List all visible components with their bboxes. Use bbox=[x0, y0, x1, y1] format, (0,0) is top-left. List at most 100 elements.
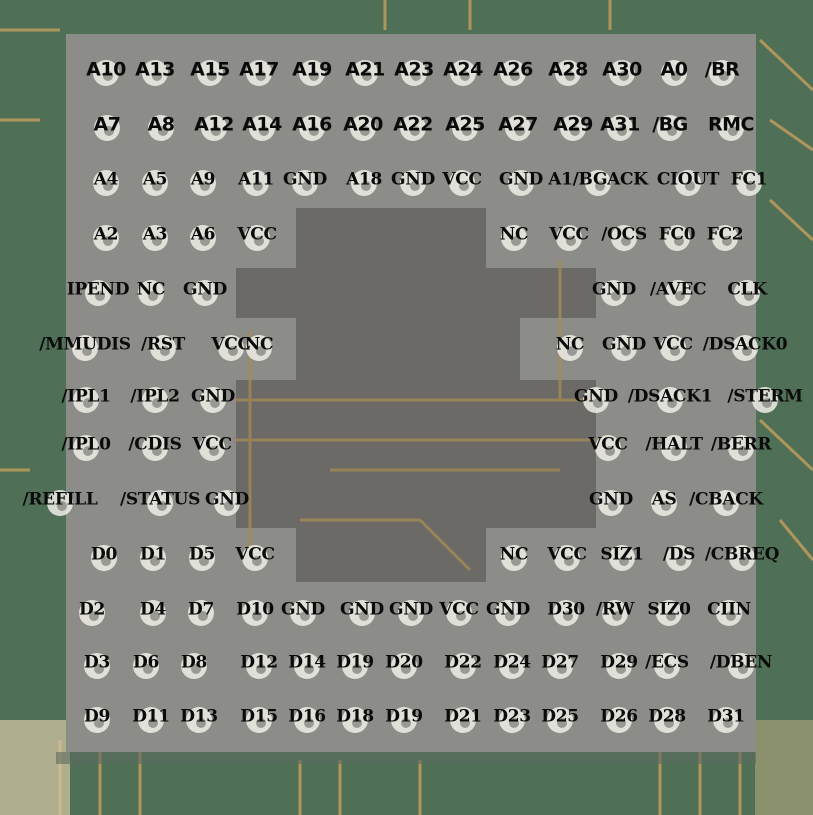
pin-socket-center bbox=[228, 346, 238, 356]
pin-socket-center bbox=[557, 718, 567, 728]
pin-socket-center bbox=[103, 181, 113, 191]
pin-socket-center bbox=[676, 556, 686, 566]
pin-socket-center bbox=[143, 664, 153, 674]
pin-socket-center bbox=[148, 291, 158, 301]
pin-socket-center bbox=[256, 664, 266, 674]
pin-socket-center bbox=[200, 236, 210, 246]
pin-socket-center bbox=[202, 291, 212, 301]
pin-socket-center bbox=[309, 71, 319, 81]
pin-socket-center bbox=[738, 446, 748, 456]
pin-socket-center bbox=[557, 664, 567, 674]
pin-socket-center bbox=[462, 126, 472, 136]
pin-socket-center bbox=[101, 556, 111, 566]
pin-socket-center bbox=[361, 181, 371, 191]
pin-socket-center bbox=[738, 664, 748, 674]
pin-socket-center bbox=[666, 611, 676, 621]
pin-socket-center bbox=[459, 181, 469, 191]
pin-socket-center bbox=[728, 126, 738, 136]
pin-socket-center bbox=[209, 446, 219, 456]
pin-socket-center bbox=[608, 501, 618, 511]
pin-socket-center bbox=[408, 611, 418, 621]
pin-socket-center bbox=[352, 718, 362, 728]
pin-socket-center bbox=[253, 181, 263, 191]
pin-socket-center bbox=[104, 126, 114, 136]
pin-socket-center bbox=[675, 291, 685, 301]
pin-socket-center bbox=[157, 501, 167, 511]
pin-socket-center bbox=[565, 71, 575, 81]
socket-pins bbox=[47, 60, 778, 733]
pin-socket-center bbox=[94, 664, 104, 674]
pin-socket-center bbox=[593, 398, 603, 408]
pin-socket-center bbox=[667, 398, 677, 408]
pcb-pad bbox=[0, 720, 70, 815]
pin-socket-center bbox=[196, 718, 206, 728]
pin-socket-center bbox=[460, 664, 470, 674]
pin-socket-center bbox=[252, 611, 262, 621]
pin-socket-center bbox=[252, 556, 262, 566]
pin-socket-center bbox=[566, 236, 576, 246]
pin-socket-center bbox=[739, 556, 749, 566]
pin-socket-center bbox=[723, 501, 733, 511]
pin-socket-center bbox=[605, 446, 615, 456]
pin-socket-center bbox=[160, 346, 170, 356]
pin-socket-center bbox=[671, 71, 681, 81]
socket-shadow bbox=[56, 752, 756, 764]
pin-socket-center bbox=[410, 181, 420, 191]
pin-socket-center bbox=[511, 236, 521, 246]
pin-socket-center bbox=[259, 126, 269, 136]
pin-socket-center bbox=[103, 71, 113, 81]
pin-socket-center bbox=[103, 236, 113, 246]
pin-socket-center bbox=[152, 398, 162, 408]
pin-socket-center bbox=[256, 346, 266, 356]
pin-socket-center bbox=[83, 446, 93, 456]
pin-socket-center bbox=[150, 611, 160, 621]
pin-socket-center bbox=[302, 181, 312, 191]
pin-socket-center bbox=[152, 446, 162, 456]
pin-socket-center bbox=[616, 718, 626, 728]
pin-socket-center bbox=[595, 181, 605, 191]
pin-socket-center bbox=[410, 126, 420, 136]
pin-socket-center bbox=[617, 126, 627, 136]
pin-socket-center bbox=[254, 236, 264, 246]
pin-socket-center bbox=[304, 664, 314, 674]
pin-socket-center bbox=[200, 181, 210, 191]
pin-socket-center bbox=[309, 126, 319, 136]
pin-socket-center bbox=[664, 718, 674, 728]
pin-socket-center bbox=[619, 556, 629, 566]
pin-socket-center bbox=[256, 718, 266, 728]
pin-socket-center bbox=[611, 291, 621, 301]
pin-socket-center bbox=[742, 346, 752, 356]
pin-socket-center bbox=[616, 664, 626, 674]
pin-socket-center bbox=[564, 556, 574, 566]
pin-socket-center bbox=[510, 71, 520, 81]
pin-socket-center bbox=[362, 71, 372, 81]
pin-socket-center bbox=[744, 291, 754, 301]
pin-socket-center bbox=[198, 611, 208, 621]
pin-socket-center bbox=[89, 611, 99, 621]
pin-socket-center bbox=[150, 556, 160, 566]
pin-socket-center bbox=[401, 718, 411, 728]
pin-socket-center bbox=[304, 718, 314, 728]
pin-socket-center bbox=[401, 664, 411, 674]
pin-socket-center bbox=[671, 446, 681, 456]
pin-socket-center bbox=[563, 611, 573, 621]
pin-socket-center bbox=[762, 398, 772, 408]
pin-socket-center bbox=[152, 181, 162, 191]
cavity-traces bbox=[236, 260, 596, 572]
pin-socket-center bbox=[300, 611, 310, 621]
pin-socket-center bbox=[57, 501, 67, 511]
pin-socket-center bbox=[148, 718, 158, 728]
pin-socket-center bbox=[505, 611, 515, 621]
pin-socket-center bbox=[670, 346, 680, 356]
pin-socket-center bbox=[224, 501, 234, 511]
pin-socket-center bbox=[722, 236, 732, 246]
pin-socket-center bbox=[95, 291, 105, 301]
pin-socket-center bbox=[152, 71, 162, 81]
pin-socket-center bbox=[256, 71, 266, 81]
pin-socket-center bbox=[621, 236, 631, 246]
pin-socket-center bbox=[456, 611, 466, 621]
pin-socket-center bbox=[509, 718, 519, 728]
pin-socket-center bbox=[460, 71, 470, 81]
pin-socket-center bbox=[667, 126, 677, 136]
